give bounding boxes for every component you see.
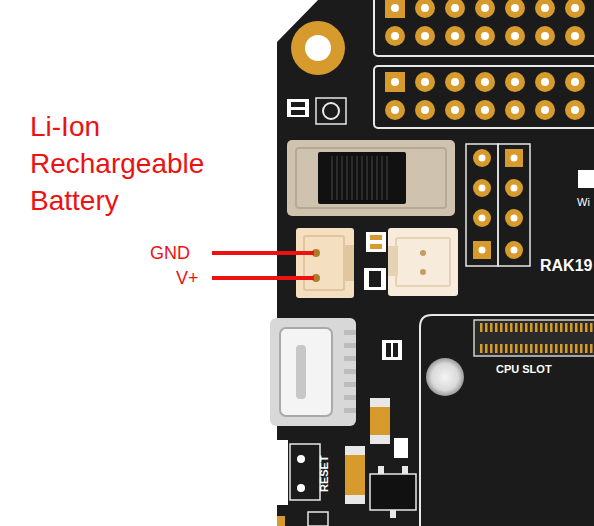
smd-part	[394, 438, 408, 458]
mounting-hole-center	[305, 35, 331, 61]
leader-line	[212, 276, 314, 280]
smd-part	[287, 99, 309, 117]
usb-c-connector	[270, 318, 356, 426]
pin-name: GND	[150, 242, 190, 264]
cpu-slot-connector	[474, 320, 594, 356]
switch-slider	[318, 152, 406, 204]
transistor	[370, 474, 416, 510]
reset-button	[290, 444, 320, 500]
board-name: RAK19	[540, 256, 592, 275]
callout-title: Li-Ion Rechargeable Battery	[30, 108, 255, 219]
header-outline	[374, 66, 594, 128]
silkscreen-text: Wi	[577, 196, 590, 209]
silkscreen-text: RESET	[318, 456, 331, 493]
screw-hole	[426, 358, 464, 396]
leader-line	[212, 251, 314, 255]
silkscreen-text: CPU SLOT	[496, 363, 552, 376]
header-outline	[498, 144, 530, 266]
capacitor	[345, 446, 365, 504]
smd-part	[382, 340, 402, 360]
mounting-hole	[291, 21, 345, 75]
solar-connector	[388, 228, 458, 296]
battery-connector	[296, 228, 354, 298]
pin-name: V+	[176, 267, 199, 289]
smd-part	[364, 268, 386, 290]
header-outline	[466, 144, 498, 266]
header-pins	[385, 0, 585, 120]
slide-switch	[287, 140, 455, 216]
pcb-board	[277, 0, 594, 526]
header-pins	[473, 149, 523, 259]
header-outline	[374, 0, 594, 56]
led-part	[316, 98, 346, 124]
capacitor	[370, 398, 390, 444]
smd-part	[366, 232, 386, 252]
smd-part	[578, 170, 594, 188]
